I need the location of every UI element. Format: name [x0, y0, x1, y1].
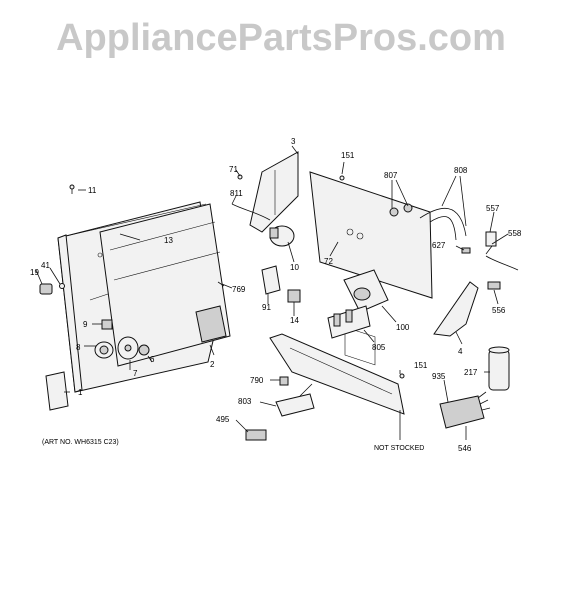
label-91: 91 [262, 303, 271, 312]
harness-558-part[interactable] [485, 255, 519, 271]
label-546: 546 [458, 444, 472, 453]
pressure-switch-10-part[interactable] [269, 225, 295, 247]
literature-1-part[interactable] [45, 371, 69, 411]
label-8: 8 [76, 343, 81, 352]
label-151-top: 151 [341, 151, 355, 160]
hose-627-part[interactable] [461, 247, 471, 254]
console-base-part[interactable] [269, 333, 405, 415]
label-2: 2 [210, 360, 215, 369]
leader-lines [35, 145, 509, 440]
label-495: 495 [216, 415, 230, 424]
motor-control-546-part[interactable] [439, 391, 491, 429]
screw-41-part[interactable] [59, 283, 65, 289]
panel-bracket[interactable] [99, 203, 231, 367]
label-807: 807 [384, 171, 398, 180]
connector-556-part[interactable] [487, 281, 501, 290]
clip-9-part[interactable] [101, 319, 113, 330]
not-stocked-label: NOT STOCKED [374, 445, 424, 452]
thermistor-557-part[interactable] [485, 231, 497, 255]
label-9: 9 [83, 320, 88, 329]
screw-11-part[interactable] [69, 184, 75, 194]
label-19: 19 [30, 268, 39, 277]
screw-71-part[interactable] [237, 174, 243, 180]
label-790: 790 [250, 376, 264, 385]
knob-6-part[interactable] [138, 344, 150, 356]
label-3: 3 [291, 137, 296, 146]
label-808: 808 [454, 166, 468, 175]
label-10: 10 [290, 263, 299, 272]
label-7: 7 [133, 369, 138, 378]
end-cap-4-part[interactable] [433, 281, 479, 337]
hose-811-part[interactable] [231, 203, 271, 221]
label-13: 13 [164, 236, 173, 245]
watermark-text: AppliancePartsPros.com [56, 17, 506, 59]
label-805: 805 [372, 343, 386, 352]
label-217: 217 [464, 368, 478, 377]
label-100: 100 [396, 323, 410, 332]
callout-labels: 11 13 41 19 9 8 7 6 1 2 3 71 811 10 91 1… [30, 137, 522, 453]
hose-808-part[interactable] [419, 207, 467, 241]
switch-803-part[interactable] [275, 383, 315, 417]
label-557: 557 [486, 204, 500, 213]
label-71: 71 [229, 165, 238, 174]
dial-7-part[interactable] [117, 336, 139, 360]
label-1: 1 [78, 388, 83, 397]
label-769: 769 [232, 285, 246, 294]
art-number-label: (ART NO. WH6315 C23) [42, 439, 119, 446]
filter-495-part[interactable] [245, 429, 267, 441]
label-556: 556 [492, 306, 506, 315]
switch-91-part[interactable] [261, 265, 281, 295]
knob-19-part[interactable] [39, 283, 53, 295]
label-6: 6 [150, 355, 155, 364]
end-cap-3-part[interactable] [249, 151, 299, 233]
label-151-bottom: 151 [414, 361, 428, 370]
label-11: 11 [88, 186, 97, 195]
hose-807-part[interactable] [389, 203, 413, 217]
backsplash-panel-72[interactable] [309, 171, 433, 366]
screw-151-bottom-part[interactable] [399, 373, 405, 379]
label-4: 4 [458, 347, 463, 356]
label-811: 811 [230, 189, 243, 198]
label-558: 558 [508, 229, 522, 238]
label-72: 72 [324, 257, 333, 266]
screw-769-part[interactable] [217, 281, 225, 287]
water-valve-805-part[interactable] [327, 305, 371, 339]
label-627: 627 [432, 241, 446, 250]
label-41: 41 [41, 261, 50, 270]
label-803: 803 [238, 397, 252, 406]
screw-151-top-part[interactable] [339, 175, 345, 181]
clip-790-part[interactable] [279, 376, 289, 386]
switch-14-part[interactable] [287, 289, 301, 303]
timer-100-part[interactable] [343, 269, 389, 313]
capacitor-217-part[interactable] [488, 346, 510, 391]
knob-8-part[interactable] [94, 341, 114, 359]
label-14: 14 [290, 316, 299, 325]
label-935: 935 [432, 372, 446, 381]
